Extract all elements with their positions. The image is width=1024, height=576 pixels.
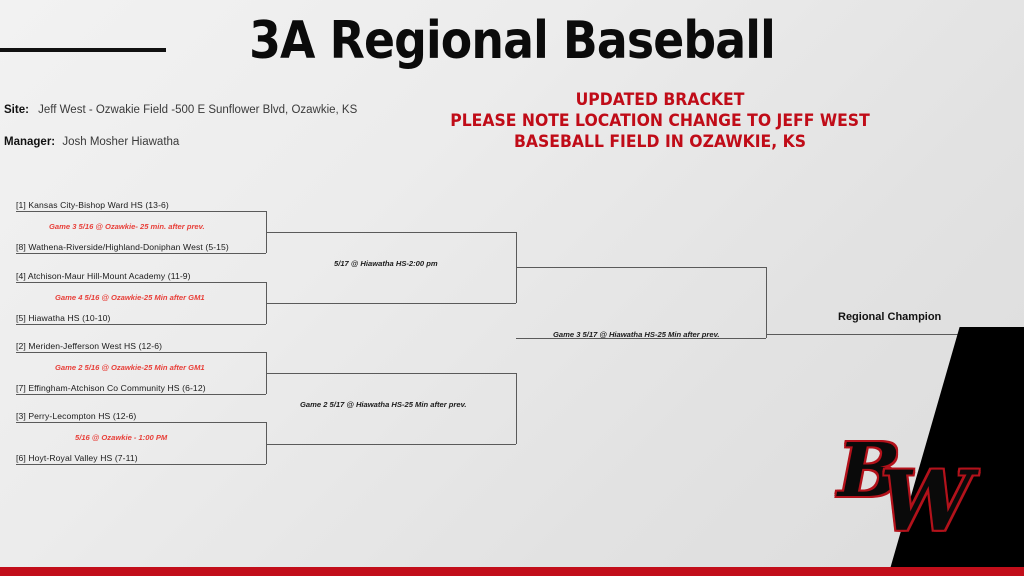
final-right-line <box>766 267 767 338</box>
sf2-top-line <box>266 373 516 374</box>
notice-line-3: BASEBALL FIELD IN OZAWKIE, KS <box>513 132 806 152</box>
site-value: Jeff West - Ozwakie Field -500 E Sunflow… <box>38 104 358 116</box>
sf1-game-label: 5/17 @ Hiawatha HS-2:00 pm <box>334 259 438 268</box>
top-left-rule <box>0 48 166 52</box>
team-seed-4: [4] Atchison-Maur Hill-Mount Academy (11… <box>16 271 191 281</box>
final-game-label: Game 3 5/17 @ Hiawatha HS-25 Min after p… <box>553 330 720 339</box>
r1-m3-game-label: Game 2 5/16 @ Ozawkie-25 Min after GM1 <box>55 363 205 372</box>
team-seed-3: [3] Perry-Lecompton HS (12-6) <box>16 411 137 421</box>
bw-logo: B W <box>838 428 988 550</box>
team-seed-2: [2] Meriden-Jefferson West HS (12-6) <box>16 341 163 351</box>
manager-info: Manager: Josh Mosher Hiawatha <box>4 136 179 148</box>
sf1-bottom-line <box>266 303 516 304</box>
regional-champion-label: Regional Champion <box>838 311 942 323</box>
sf2-game-label: Game 2 5/17 @ Hiawatha HS-25 Min after p… <box>300 400 467 409</box>
team-seed-8: [8] Wathena-Riverside/Highland-Doniphan … <box>16 242 229 252</box>
notice-line-2: PLEASE NOTE LOCATION CHANGE TO JEFF WEST <box>450 111 870 131</box>
bottom-accent-bar <box>0 567 1024 576</box>
logo-letter-w: W <box>880 454 973 550</box>
page-title: 3A Regional Baseball <box>249 11 776 71</box>
r1-m4-right-line <box>266 422 267 464</box>
notice-line-1: UPDATED BRACKET <box>575 90 745 110</box>
r1-m2-game-label: Game 4 5/16 @ Ozawkie-25 Min after GM1 <box>55 293 205 302</box>
sf2-right-line <box>516 373 517 444</box>
site-info: Site: Jeff West - Ozwakie Field -500 E S… <box>4 104 357 116</box>
r1-m1-game-label: Game 3 5/16 @ Ozawkie- 25 min. after pre… <box>49 222 205 231</box>
r1-m4-top-line <box>16 422 266 423</box>
r1-m2-top-line <box>16 282 266 283</box>
team-seed-6: [6] Hoyt-Royal Valley HS (7-11) <box>16 453 138 463</box>
r1-m4-game-label: 5/16 @ Ozawkie - 1:00 PM <box>75 433 168 442</box>
r1-m1-bottom-line <box>16 253 266 254</box>
r1-m2-bottom-line <box>16 324 266 325</box>
r1-m1-top-line <box>16 211 266 212</box>
bracket-notice: UPDATED BRACKET PLEASE NOTE LOCATION CHA… <box>329 90 991 153</box>
logo-letter-b: B <box>838 428 901 514</box>
site-label: Site: <box>4 104 29 116</box>
manager-label: Manager: <box>4 136 56 148</box>
r1-m3-bottom-line <box>16 394 266 395</box>
team-seed-5: [5] Hiawatha HS (10-10) <box>16 313 111 323</box>
manager-value: Josh Mosher Hiawatha <box>62 136 180 148</box>
sf2-bottom-line <box>266 444 516 445</box>
team-seed-7: [7] Effingham-Atchison Co Community HS (… <box>16 383 206 393</box>
final-bottom-line <box>516 338 766 339</box>
team-seed-1: [1] Kansas City-Bishop Ward HS (13-6) <box>16 200 169 210</box>
sf1-top-line <box>266 232 516 233</box>
r1-m4-bottom-line <box>16 464 266 465</box>
final-top-line <box>516 267 766 268</box>
champion-line <box>766 334 1014 335</box>
r1-m3-top-line <box>16 352 266 353</box>
